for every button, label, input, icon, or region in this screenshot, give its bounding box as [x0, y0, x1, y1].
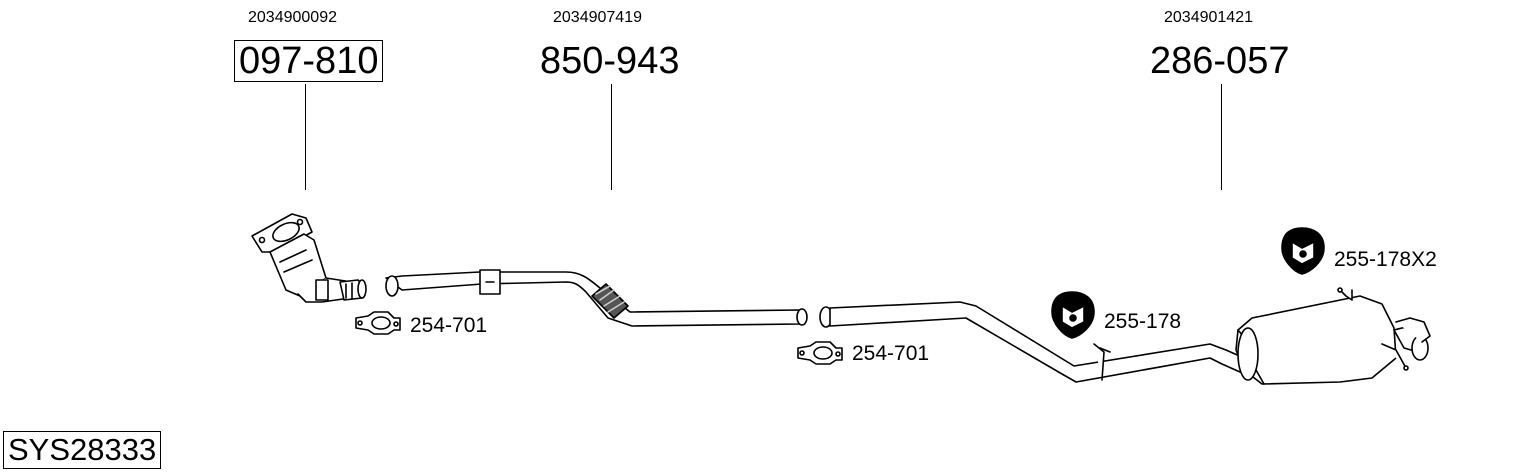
part-number-3[interactable]: 286-057: [1150, 40, 1290, 82]
front-pipe[interactable]: [385, 269, 808, 327]
hanger-label-1[interactable]: 255-178: [1104, 310, 1182, 333]
leader-line-2: [611, 84, 612, 190]
hanger-icon[interactable]: [1051, 291, 1095, 339]
oem-number-1: 2034900092: [248, 9, 337, 26]
rear-muffler[interactable]: [819, 287, 1431, 385]
clamp-icon[interactable]: [797, 341, 843, 365]
clamp-label-1[interactable]: 254-701: [410, 314, 488, 337]
hanger-icon[interactable]: [1281, 227, 1325, 275]
hanger-label-2[interactable]: 255-178X2: [1334, 248, 1437, 271]
clamp-label-2[interactable]: 254-701: [852, 342, 930, 365]
system-id: SYS28333: [3, 431, 162, 469]
part-number-1[interactable]: 097-810: [234, 40, 384, 82]
catalytic-converter[interactable]: [251, 213, 367, 303]
leader-line-3: [1221, 84, 1222, 190]
oem-number-2: 2034907419: [553, 9, 642, 26]
leader-line-1: [305, 84, 306, 190]
clamp-icon[interactable]: [355, 311, 401, 335]
part-number-2[interactable]: 850-943: [540, 40, 680, 82]
oem-number-3: 2034901421: [1164, 9, 1253, 26]
